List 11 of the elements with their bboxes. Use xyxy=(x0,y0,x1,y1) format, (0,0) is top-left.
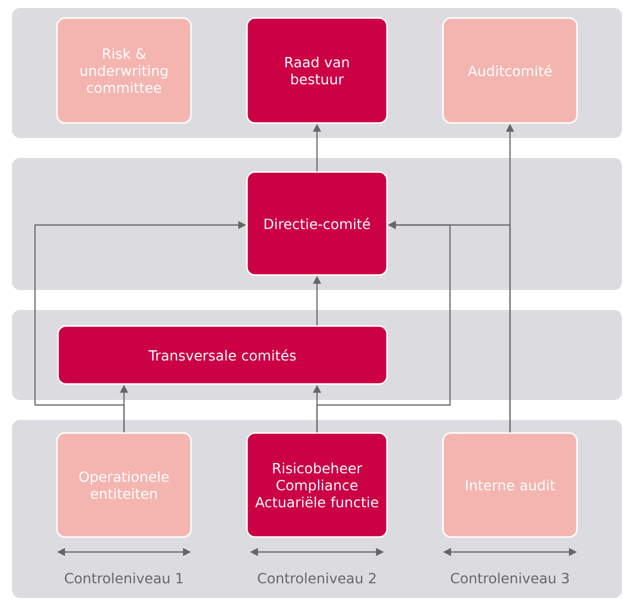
level-label: Controleniveau 3 xyxy=(450,572,569,584)
org-box: Raad van bestuur xyxy=(246,17,388,124)
org-box: Risk & underwriting committee xyxy=(56,17,192,124)
org-box: Risicobeheer Compliance Actuariële functie xyxy=(246,432,388,538)
level-label: Controleniveau 2 xyxy=(258,572,376,584)
org-box: Auditcomité xyxy=(442,17,578,124)
org-box: Interne audit xyxy=(442,432,578,538)
org-box: Transversale comités xyxy=(57,325,388,385)
org-box: Operationele entiteiten xyxy=(56,432,192,538)
org-box: Directie-comité xyxy=(246,171,388,276)
level-label: Controleniveau 1 xyxy=(64,572,183,584)
